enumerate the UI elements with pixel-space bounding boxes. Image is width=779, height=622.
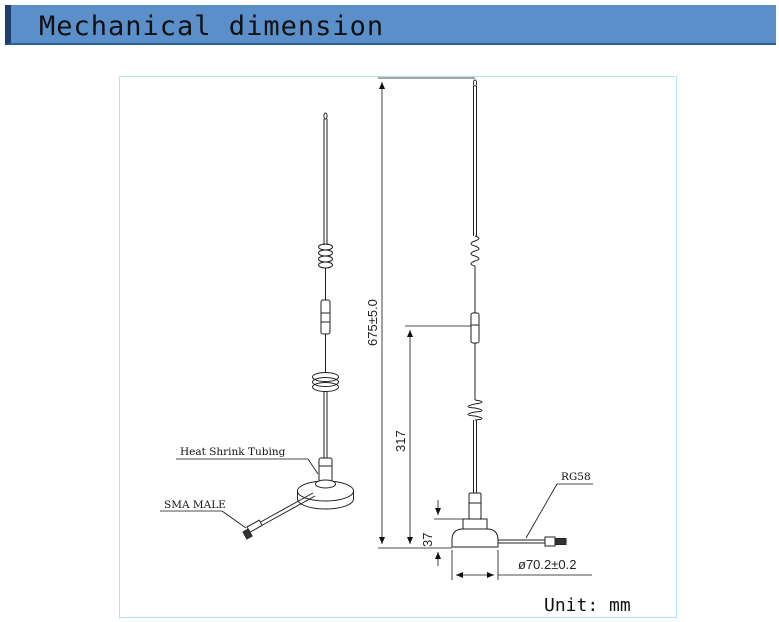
drawing-frame — [119, 76, 677, 618]
lower-coil — [312, 372, 339, 392]
lower-section-dimension: 317 — [393, 430, 408, 452]
right-antenna — [451, 79, 567, 548]
heat-shrink-label: Heat Shrink Tubing — [180, 446, 286, 458]
rg58-label: RG58 — [561, 471, 591, 483]
sma-label: SMA MALE — [164, 499, 226, 511]
sma-connector — [242, 519, 263, 540]
section-header-bar: Mechanical dimension — [5, 5, 776, 45]
upper-coil — [318, 243, 333, 269]
dimension-lines — [378, 77, 592, 580]
base-height-dimension: 37 — [420, 533, 435, 547]
rg58-leader-diag — [525, 483, 558, 539]
unit-label: Unit: mm — [544, 595, 631, 616]
section-title: Mechanical dimension — [39, 11, 385, 42]
total-length-dimension: 675±5.0 — [365, 299, 380, 346]
base-diameter-dimension: ø70.2±0.2 — [518, 557, 576, 572]
sma-leader-diag — [221, 510, 247, 529]
heat-shrink-leader-diag — [307, 458, 319, 475]
left-antenna — [242, 112, 354, 540]
